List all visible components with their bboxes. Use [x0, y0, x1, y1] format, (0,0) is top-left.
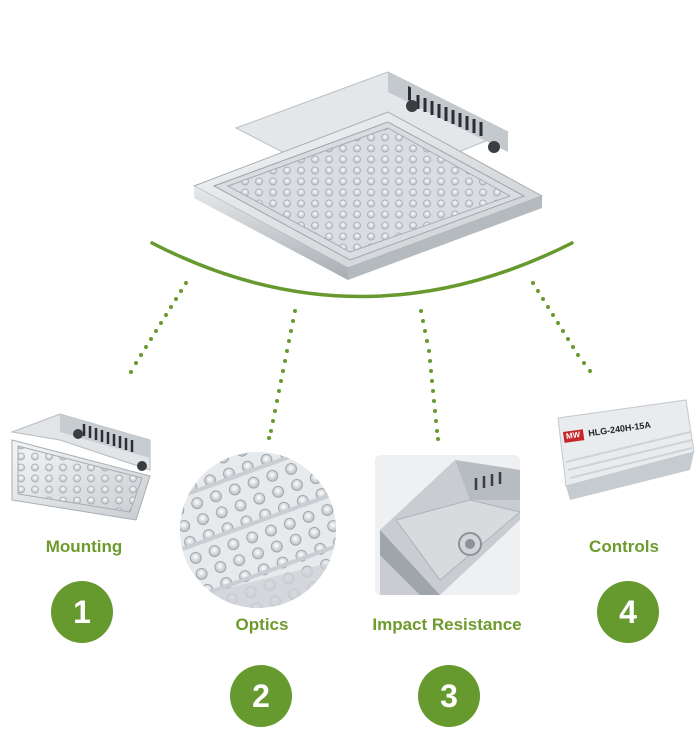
number-badge-1: 1	[51, 581, 113, 643]
led-canopy-light-small-icon	[10, 413, 151, 521]
feature-label-mounting: Mounting	[45, 537, 123, 556]
connector-dots-2	[267, 309, 297, 440]
number-badge-4: 4	[597, 581, 659, 643]
connector-dots-4	[531, 281, 592, 373]
led-canopy-light-icon	[192, 71, 544, 280]
housing-corner-icon	[375, 455, 520, 595]
connector-arc	[150, 241, 574, 299]
feature-label-impact-resistance: Impact Resistance	[372, 615, 522, 634]
connector-dots-3	[419, 309, 440, 441]
dotted-connectors	[129, 281, 592, 441]
number-badge-3: 3	[418, 665, 480, 727]
connector-dots-1	[129, 281, 188, 374]
led-driver-icon	[557, 399, 695, 500]
feature-label-optics: Optics	[235, 615, 289, 634]
feature-label-controls: Controls	[589, 537, 659, 556]
number-badge-2: 2	[230, 665, 292, 727]
